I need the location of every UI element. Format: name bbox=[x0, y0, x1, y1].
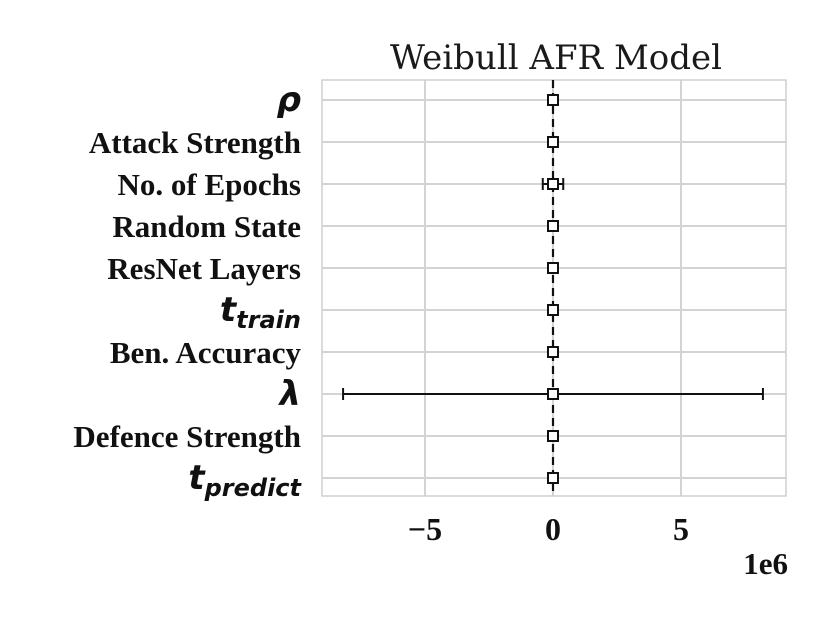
x-tick-labels: −5 0 5 bbox=[408, 511, 689, 547]
x-axis-offset-label: 1e6 bbox=[743, 546, 788, 581]
y-tick-label: Defence Strength bbox=[73, 419, 301, 454]
estimate-marker bbox=[547, 304, 559, 316]
x-tick-label: −5 bbox=[408, 511, 442, 547]
y-tick-label: No. of Epochs bbox=[118, 167, 301, 202]
estimate-marker bbox=[547, 430, 559, 442]
estimate-marker bbox=[547, 178, 559, 190]
y-tick-label: Random State bbox=[112, 209, 301, 244]
estimate-marker bbox=[547, 472, 559, 484]
y-tick-label: Attack Strength bbox=[89, 125, 301, 160]
x-tick-label: 5 bbox=[673, 511, 689, 547]
y-tick-label: ρ bbox=[277, 80, 301, 120]
y-tick-label: Ben. Accuracy bbox=[110, 335, 302, 370]
x-tick-label: 0 bbox=[545, 511, 561, 547]
estimate-marker bbox=[547, 262, 559, 274]
estimate-marker bbox=[547, 388, 559, 400]
estimate-marker bbox=[547, 94, 559, 106]
estimate-markers bbox=[547, 94, 559, 484]
y-tick-label: ttrain bbox=[220, 290, 301, 334]
estimate-marker bbox=[547, 220, 559, 232]
chart-title: Weibull AFR Model bbox=[390, 38, 722, 78]
y-tick-label: λ bbox=[277, 374, 301, 414]
estimate-marker bbox=[547, 346, 559, 358]
estimate-marker bbox=[547, 136, 559, 148]
y-tick-label: tpredict bbox=[188, 458, 302, 502]
y-tick-label: ResNet Layers bbox=[107, 251, 301, 286]
